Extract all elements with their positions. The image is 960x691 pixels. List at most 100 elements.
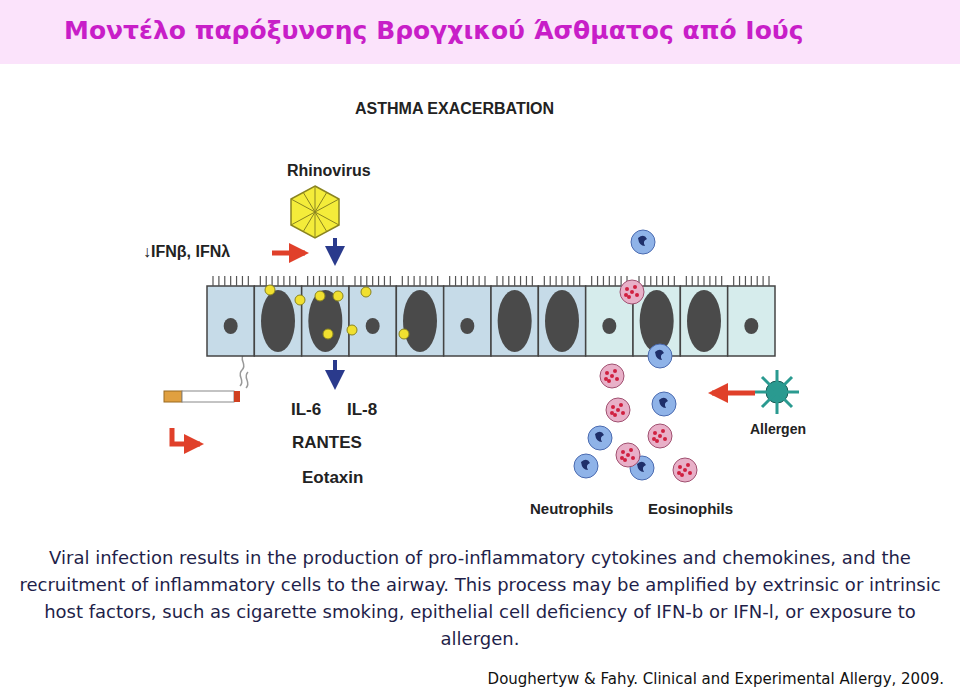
cilium [408, 276, 409, 286]
cell-label: Neutrophils [530, 500, 613, 517]
cilium [621, 276, 622, 286]
granule [610, 374, 614, 378]
cilium [709, 276, 710, 286]
cilium [739, 276, 740, 286]
epithelial-cell [254, 286, 301, 356]
cilium [414, 276, 415, 286]
neutrophil [574, 454, 598, 478]
cilium [496, 276, 497, 286]
cilium [597, 276, 598, 286]
epithelium [207, 276, 775, 356]
eosinophil [616, 443, 640, 467]
nucleus [403, 290, 437, 352]
virus-particle [315, 291, 325, 301]
granule [653, 431, 657, 435]
granule [610, 411, 614, 415]
cilium [354, 276, 355, 286]
virus-particle [295, 295, 305, 305]
epithelial-cell [491, 286, 538, 356]
cilium [733, 276, 734, 286]
inflammatory-cells [574, 230, 697, 482]
granule [621, 411, 625, 415]
virus-particle [347, 325, 357, 335]
cilium [331, 276, 332, 286]
cilium [455, 276, 456, 286]
cilium [473, 276, 474, 286]
epithelial-cell [207, 286, 254, 356]
cilium [372, 276, 373, 286]
cilium [419, 276, 420, 286]
cilium [508, 276, 509, 286]
cilium [242, 276, 243, 286]
cilium [402, 276, 403, 286]
cilium [668, 276, 669, 286]
nucleus [602, 318, 616, 334]
granule [633, 285, 637, 289]
granule [688, 471, 692, 475]
neutrophil-nucleus [659, 398, 668, 408]
granule [635, 293, 639, 297]
epithelial-cell [302, 286, 349, 356]
granule [625, 287, 629, 291]
epithelial-cell [538, 286, 585, 356]
cilium [378, 276, 379, 286]
granule [621, 450, 625, 454]
nucleus [498, 290, 532, 352]
cilium [283, 276, 284, 286]
cilium [644, 276, 645, 286]
cytokine-label: IL-6 [291, 400, 321, 420]
ifn-arrow [272, 251, 305, 256]
cilium [721, 276, 722, 286]
nucleus [224, 318, 238, 334]
cilium [514, 276, 515, 286]
cytokine-arrow [333, 360, 337, 386]
nucleus [640, 290, 674, 352]
allergen-label: Allergen [750, 421, 806, 437]
cilium [567, 276, 568, 286]
cytokine-label: Eotaxin [302, 468, 363, 488]
cilium [550, 276, 551, 286]
cilium [337, 276, 338, 286]
granule [615, 377, 619, 381]
granule [630, 290, 634, 294]
cilium [325, 276, 326, 286]
cytokine-label: RANTES [292, 433, 362, 453]
cell-label: Eosinophils [648, 500, 733, 517]
allergen-icon [755, 370, 799, 414]
epithelial-cell [680, 286, 727, 356]
neutrophil-nucleus [638, 236, 647, 246]
virus-particle [361, 287, 371, 297]
granule [663, 437, 667, 441]
cilium [360, 276, 361, 286]
caption: Viral infection results in the productio… [14, 544, 946, 652]
cilium [277, 276, 278, 286]
cilium [520, 276, 521, 286]
cilium [289, 276, 290, 286]
epithelial-cell [586, 286, 633, 356]
nucleus [545, 290, 579, 352]
granule [631, 456, 635, 460]
cilium [526, 276, 527, 286]
cilium [230, 276, 231, 286]
cilium [751, 276, 752, 286]
granule [686, 463, 690, 467]
granule [616, 408, 620, 412]
infection-arrow [333, 238, 337, 262]
smoking-arrow [172, 428, 200, 444]
slide-title: Μοντέλο παρόξυνσης Βρογχικού Άσθματος απ… [64, 16, 804, 45]
virus-label: Rhinovirus [287, 162, 371, 180]
cilium [295, 276, 296, 286]
nucleus [460, 318, 474, 334]
cilium [218, 276, 219, 286]
cilium [431, 276, 432, 286]
granule [613, 369, 617, 373]
nucleus [744, 318, 758, 334]
figure-heading: ASTHMA EXACERBATION [355, 100, 554, 118]
cilium [366, 276, 367, 286]
epithelial-cell [728, 286, 775, 356]
cilium [425, 276, 426, 286]
cilium [603, 276, 604, 286]
cilium [449, 276, 450, 286]
eosinophil [620, 280, 644, 304]
